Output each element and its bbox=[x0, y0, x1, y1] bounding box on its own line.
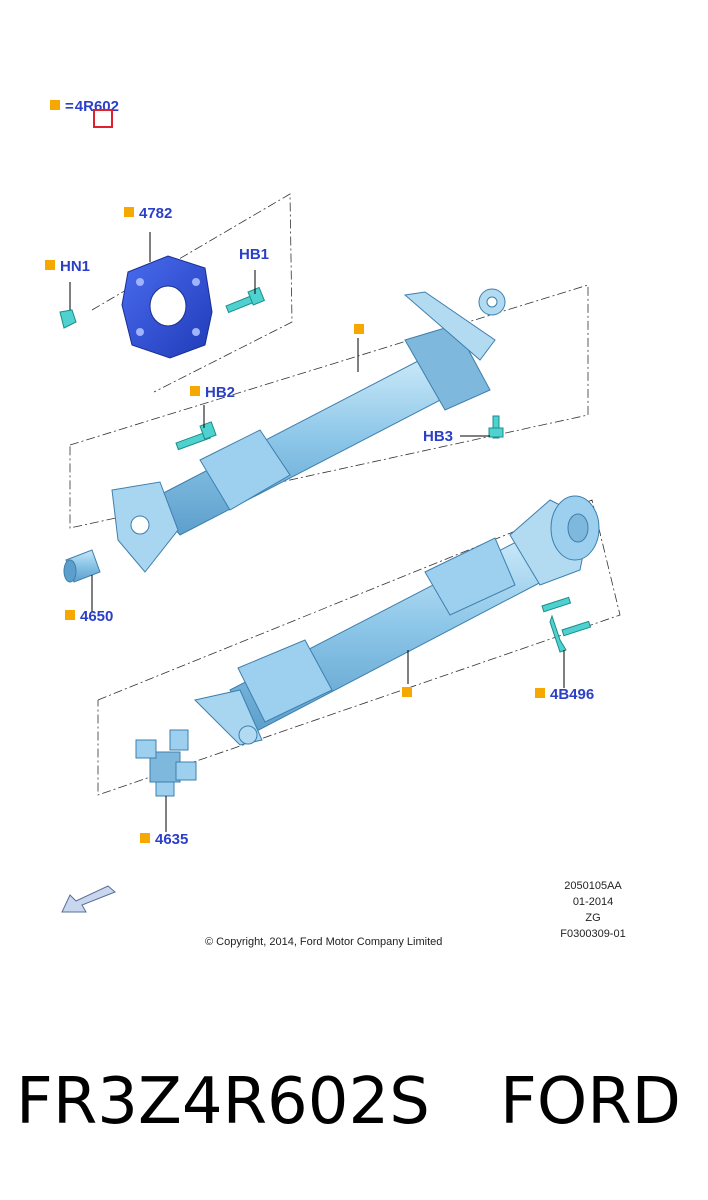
center-bearing-bolts bbox=[541, 596, 592, 688]
footer-brand: FORD bbox=[500, 1065, 681, 1139]
bolt-hn1 bbox=[59, 282, 77, 329]
marker-square bbox=[190, 386, 200, 397]
drawing-date: 01-2014 bbox=[572, 896, 614, 908]
exploded-parts-diagram bbox=[59, 193, 621, 913]
callout-hn1: HN1 bbox=[45, 258, 90, 276]
copyright-text: © Copyright, 2014, Ford Motor Company Li… bbox=[205, 936, 443, 948]
drawing-code: 2050105AA bbox=[564, 880, 622, 892]
callout-rear-shaft-marker bbox=[402, 685, 417, 703]
front-direction-arrow-icon bbox=[61, 885, 116, 913]
universal-joint bbox=[135, 729, 197, 832]
flexible-coupling bbox=[121, 232, 213, 359]
callout-hb1: HB1 bbox=[239, 246, 270, 263]
marker-square bbox=[140, 833, 150, 844]
front-shaft bbox=[111, 288, 506, 573]
drawing-region: ZG bbox=[585, 912, 601, 924]
marker-square bbox=[50, 100, 60, 111]
callout-4b496: 4B496 bbox=[535, 686, 594, 704]
bolt-hb3 bbox=[460, 415, 504, 439]
bolt-hb2 bbox=[175, 405, 217, 451]
callout-4635: 4635 bbox=[140, 831, 188, 849]
callout-hb3: HB3 bbox=[423, 428, 454, 445]
marker-square bbox=[65, 610, 75, 621]
marker-square bbox=[124, 207, 134, 218]
drawing-id: F0300309-01 bbox=[560, 928, 626, 940]
marker-square bbox=[45, 260, 55, 271]
marker-square bbox=[402, 687, 412, 698]
bolt-hb1 bbox=[225, 270, 266, 314]
footer-part-number: FR3Z4R602S bbox=[16, 1065, 430, 1139]
callout-hb2: HB2 bbox=[190, 384, 235, 402]
rear-shaft bbox=[194, 495, 600, 746]
centering-bushing bbox=[63, 549, 101, 612]
marker-square bbox=[354, 324, 364, 335]
callout-shaft-marker bbox=[354, 322, 369, 340]
marker-square bbox=[535, 688, 545, 699]
callout-4782: 4782 bbox=[124, 205, 172, 223]
callout-4650: 4650 bbox=[65, 608, 113, 626]
drawing-info-block: 2050105AA 01-2014 ZG F0300309-01 bbox=[538, 878, 648, 942]
highlight-box bbox=[93, 109, 113, 128]
